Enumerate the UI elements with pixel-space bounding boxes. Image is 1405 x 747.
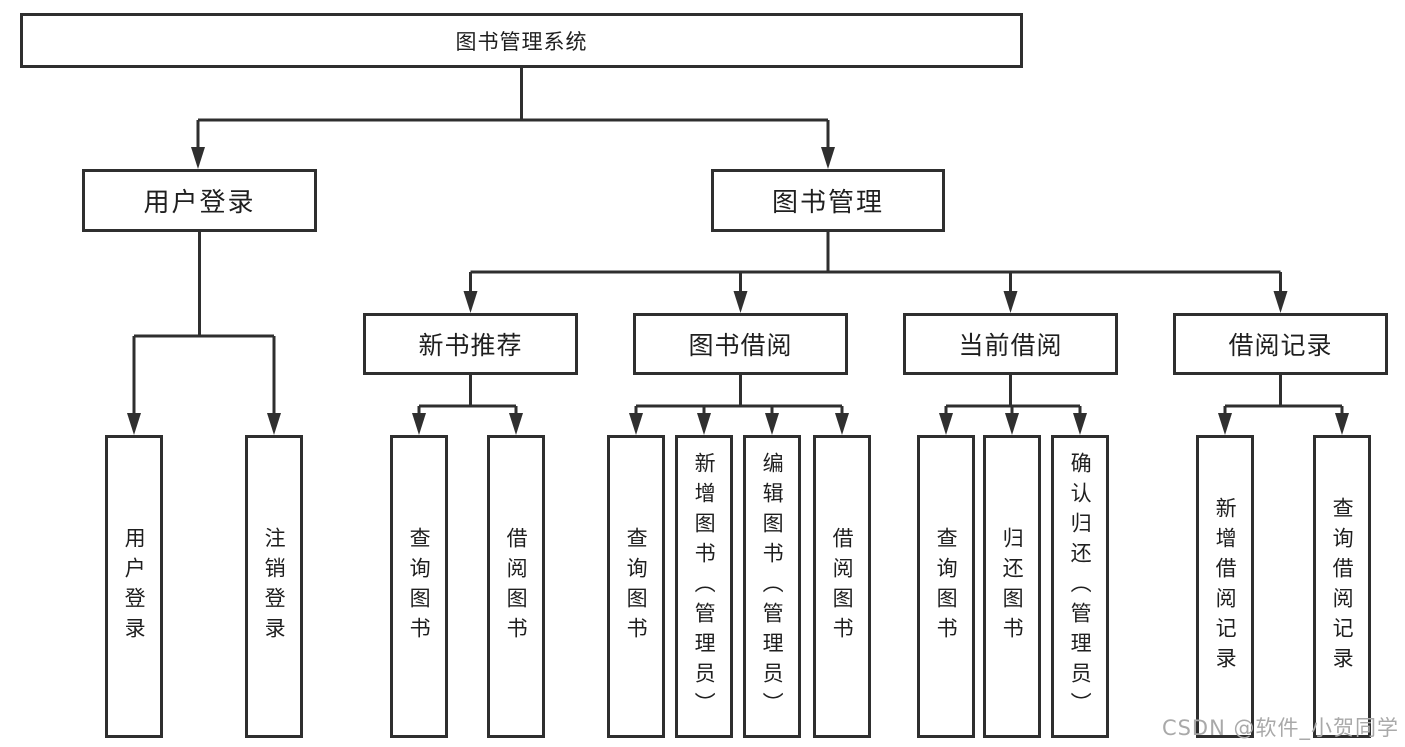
node-library-management-system: 图书管理系统 bbox=[20, 13, 1023, 68]
node-label: 确认归还（管理员） bbox=[1068, 451, 1093, 722]
node-label: 归还图书 bbox=[1000, 526, 1025, 647]
connector-currentborrow-to-leaves bbox=[944, 375, 1082, 416]
leaf-query-book-3: 查询图书 bbox=[917, 435, 975, 738]
node-label: 借阅记录 bbox=[1228, 331, 1333, 360]
leaf-user-login: 用户登录 bbox=[105, 435, 163, 738]
node-book-borrow: 图书借阅 bbox=[633, 313, 848, 375]
node-label: 查询图书 bbox=[624, 526, 649, 647]
node-current-borrow: 当前借阅 bbox=[903, 313, 1118, 375]
csdn-watermark: CSDN @软件_小贺同学 bbox=[1161, 716, 1399, 740]
leaf-add-borrow-record: 新增借阅记录 bbox=[1196, 435, 1254, 738]
node-label: 图书管理 bbox=[771, 188, 884, 218]
leaf-borrow-book-2: 借阅图书 bbox=[813, 435, 871, 738]
connector-bookborrow-to-leaves bbox=[634, 375, 844, 416]
leaf-edit-book-admin: 编辑图书（管理员） bbox=[743, 435, 801, 738]
connector-bookmgmt-to-level3 bbox=[469, 232, 1282, 293]
node-label: 新增借阅记录 bbox=[1213, 496, 1238, 677]
node-new-book-recommend: 新书推荐 bbox=[363, 313, 578, 375]
node-label: 编辑图书（管理员） bbox=[760, 451, 785, 722]
leaf-return-book: 归还图书 bbox=[983, 435, 1041, 738]
node-label: 新增图书（管理员） bbox=[692, 451, 717, 722]
node-label: 新书推荐 bbox=[418, 331, 523, 360]
node-label: 图书借阅 bbox=[688, 331, 793, 360]
node-label: 注销登录 bbox=[262, 526, 287, 647]
node-book-management: 图书管理 bbox=[711, 169, 945, 232]
leaf-query-book-2: 查询图书 bbox=[607, 435, 665, 738]
node-label: 借阅图书 bbox=[830, 526, 855, 647]
node-label: 借阅图书 bbox=[504, 526, 529, 647]
arrowheads bbox=[127, 147, 1349, 435]
leaf-add-book-admin: 新增图书（管理员） bbox=[675, 435, 733, 738]
connector-newbook-to-leaves bbox=[417, 375, 518, 416]
connector-userlogin-to-leaves bbox=[132, 232, 276, 416]
node-label: 用户登录 bbox=[122, 526, 147, 647]
node-label: 查询图书 bbox=[407, 526, 432, 647]
connector-borrowrecord-to-leaves bbox=[1223, 375, 1344, 416]
leaf-logout: 注销登录 bbox=[245, 435, 303, 738]
leaf-query-borrow-record: 查询借阅记录 bbox=[1313, 435, 1371, 738]
node-label: 图书管理系统 bbox=[455, 29, 588, 54]
node-label: 用户登录 bbox=[143, 188, 256, 218]
node-label: 查询图书 bbox=[934, 526, 959, 647]
leaf-confirm-return-admin: 确认归还（管理员） bbox=[1051, 435, 1109, 738]
connector-root-to-level2 bbox=[196, 68, 830, 150]
node-label: 当前借阅 bbox=[958, 331, 1063, 360]
leaf-borrow-book-1: 借阅图书 bbox=[487, 435, 545, 738]
node-borrow-record: 借阅记录 bbox=[1173, 313, 1388, 375]
node-user-login: 用户登录 bbox=[82, 169, 317, 232]
node-label: 查询借阅记录 bbox=[1330, 496, 1355, 677]
leaf-query-book-1: 查询图书 bbox=[390, 435, 448, 738]
